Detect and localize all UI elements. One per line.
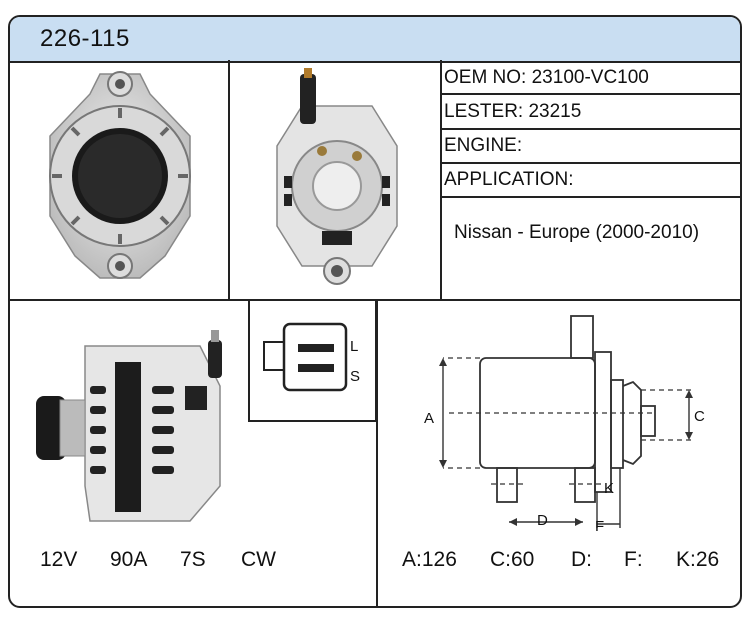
- connector-box: [248, 300, 377, 422]
- lester-number: LESTER: 23215: [444, 101, 582, 122]
- spec-amperage: 90A: [110, 548, 148, 571]
- terminal-l-label: L: [350, 338, 359, 355]
- divider: [228, 60, 230, 300]
- application-label: APPLICATION:: [444, 169, 574, 190]
- divider: [440, 162, 742, 164]
- dimension-drawing: [439, 315, 695, 528]
- dim-c-value: C:60: [490, 548, 535, 571]
- spec-rotation: CW: [241, 548, 276, 571]
- engine-label: ENGINE:: [444, 135, 523, 156]
- spec-grooves: 7S: [180, 548, 206, 571]
- divider: [440, 60, 442, 300]
- dim-label-f: F: [595, 518, 605, 535]
- dim-a-value: A:126: [402, 548, 457, 571]
- dim-f-value: F:: [624, 548, 643, 571]
- dim-label-k: K: [604, 480, 615, 497]
- oem-number: OEM NO: 23100-VC100: [444, 67, 649, 88]
- header-bar: 226-115: [10, 17, 740, 63]
- divider: [440, 128, 742, 130]
- spec-voltage: 12V: [40, 548, 78, 571]
- dim-d-value: D:: [571, 548, 592, 571]
- application-value: Nissan - Europe (2000-2010): [454, 222, 700, 243]
- divider: [440, 93, 742, 95]
- alternator-side-image: [36, 330, 222, 522]
- divider: [376, 300, 378, 608]
- alternator-rear-image: [276, 68, 398, 285]
- dim-k-value: K:26: [676, 548, 720, 571]
- dim-label-c: C: [694, 408, 705, 425]
- part-number: 226-115: [40, 25, 130, 52]
- divider: [440, 196, 742, 198]
- terminal-s-label: S: [350, 368, 361, 385]
- dim-label-d: D: [537, 512, 548, 529]
- connector-diagram: [263, 322, 348, 392]
- alternator-front-image: [49, 71, 191, 279]
- dim-label-a: A: [424, 410, 435, 427]
